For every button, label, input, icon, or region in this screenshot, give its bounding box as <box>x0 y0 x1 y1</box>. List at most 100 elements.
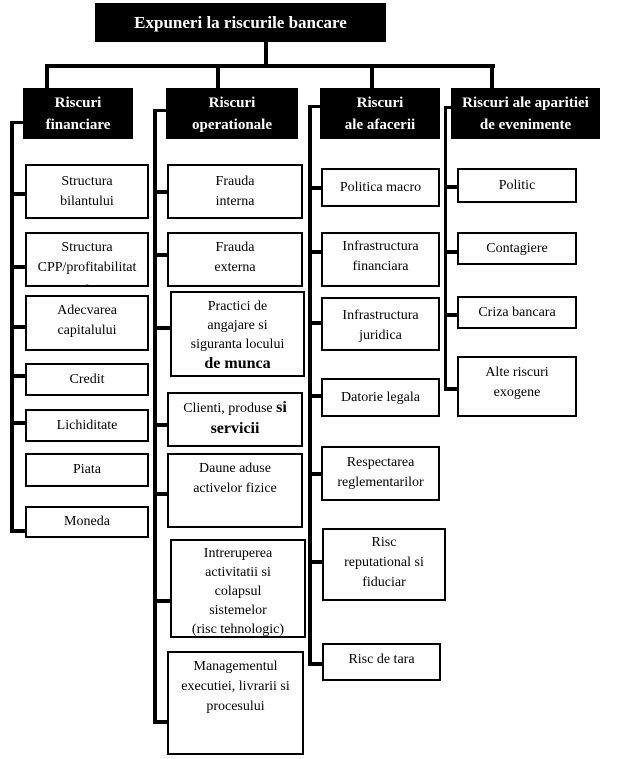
box-line: Risc de tara <box>348 652 415 667</box>
diagram-title: Expuneri la riscurile bancare <box>95 3 386 42</box>
header-operational-risks: Riscuri operationale <box>166 88 298 139</box>
box-line: reglementarilor <box>337 475 424 490</box>
box-managementul-executiei: Managementul executiei, livrarii si proces… <box>167 651 304 755</box>
connector <box>444 250 457 254</box>
connector <box>308 662 322 666</box>
connector <box>10 325 25 329</box>
connector <box>153 492 168 496</box>
box-line: Intreruperea <box>203 546 273 561</box>
box-line: Structura <box>61 174 113 189</box>
box-piata: Piata <box>25 453 149 487</box>
box-line: colapsul <box>214 584 262 599</box>
spine-operational <box>153 109 157 723</box>
box-line: reputational si <box>344 555 424 570</box>
connector <box>308 105 320 108</box>
box-line: Piata <box>73 462 101 477</box>
box-datorie-legala: Datorie legala <box>321 378 440 417</box>
header-line: operationale <box>192 116 272 133</box>
box-line: Frauda <box>215 240 255 255</box>
box-line: interna <box>215 194 255 209</box>
connector <box>308 560 322 564</box>
header-line: Riscuri <box>208 94 256 111</box>
connector <box>10 421 25 425</box>
box-line: sistemelor <box>209 603 267 618</box>
box-line: Criza bancara <box>478 304 556 320</box>
connector <box>153 326 170 330</box>
connector <box>444 313 457 317</box>
box-line: CPP/profitabilitat <box>37 260 137 275</box>
box-line: exogene <box>493 385 541 400</box>
box-respectarea-reglementarilor: Respectarea reglementarilor <box>321 446 440 501</box>
box-line: externa <box>214 260 256 275</box>
box-line: Adecvarea <box>57 303 117 318</box>
box-line: Frauda <box>215 174 255 189</box>
connector <box>45 64 495 68</box>
connector <box>216 64 220 90</box>
box-intreruperea-activitatii: Intreruperea activitatii si colapsul sistem… <box>170 539 306 638</box>
box-line: Credit <box>69 371 105 387</box>
box-line: Lichiditate <box>56 417 118 433</box>
box-criza-bancara: Criza bancara <box>457 296 577 329</box>
header-line: Riscuri <box>54 94 102 111</box>
box-line: executiei, livrarii si <box>181 679 290 694</box>
connector <box>444 387 457 391</box>
box-lichiditate: Lichiditate <box>25 409 149 442</box>
box-daune-active: Daune aduse activelor fizice <box>167 453 303 528</box>
box-line: Daune aduse <box>199 461 271 476</box>
connector <box>444 185 457 189</box>
connector <box>490 64 494 90</box>
box-line: juridica <box>359 328 402 343</box>
connector <box>370 64 374 90</box>
box-line: Managementul <box>193 659 278 674</box>
connector <box>308 250 322 254</box>
connector <box>264 42 268 67</box>
connector <box>153 109 167 112</box>
box-line: Politic <box>498 177 536 193</box>
connector <box>10 265 25 269</box>
header-line: Riscuri <box>356 94 404 111</box>
spine-events <box>444 106 447 391</box>
header-line: Riscuri ale aparitiei <box>462 94 589 111</box>
box-structura-bilantului: Structura bilantului <box>25 164 149 219</box>
box-contagiere: Contagiere <box>457 232 577 265</box>
box-line: procesului <box>206 699 265 714</box>
box-line: bilantului <box>60 194 114 209</box>
box-line: Structura <box>61 240 113 255</box>
box-line: activitatii si <box>205 565 271 580</box>
box-line: siguranta locului <box>190 337 285 352</box>
connector <box>45 64 49 90</box>
box-credit: Credit <box>25 363 149 396</box>
box-line: Respectarea <box>346 455 415 470</box>
box-line: activelor fizice <box>193 481 277 496</box>
box-frauda-externa: Frauda externa <box>167 232 303 287</box>
box-line: fiduciar <box>362 575 406 590</box>
connector <box>444 106 452 109</box>
box-line: Clienti, produse <box>183 401 273 416</box>
box-politic: Politic <box>457 168 577 203</box>
box-politica-macro: Politica macro <box>321 168 440 207</box>
connector <box>308 186 322 190</box>
box-line: de munca <box>204 355 271 372</box>
title-text: Expuneri la riscurile bancare <box>134 12 347 32</box>
box-risc-reputational: Risc reputational si fiduciar <box>322 528 446 601</box>
box-line: Practici de <box>207 299 268 314</box>
box-line: capitalului <box>57 323 117 338</box>
connector <box>308 321 322 325</box>
connector <box>153 720 168 724</box>
box-line: Moneda <box>64 514 110 529</box>
box-moneda: Moneda <box>25 506 149 538</box>
connector <box>153 190 168 194</box>
connector <box>308 394 322 398</box>
box-line: Risc <box>371 535 397 550</box>
connector <box>153 599 170 603</box>
box-risc-de-tara: Risc de tara <box>322 643 441 681</box>
